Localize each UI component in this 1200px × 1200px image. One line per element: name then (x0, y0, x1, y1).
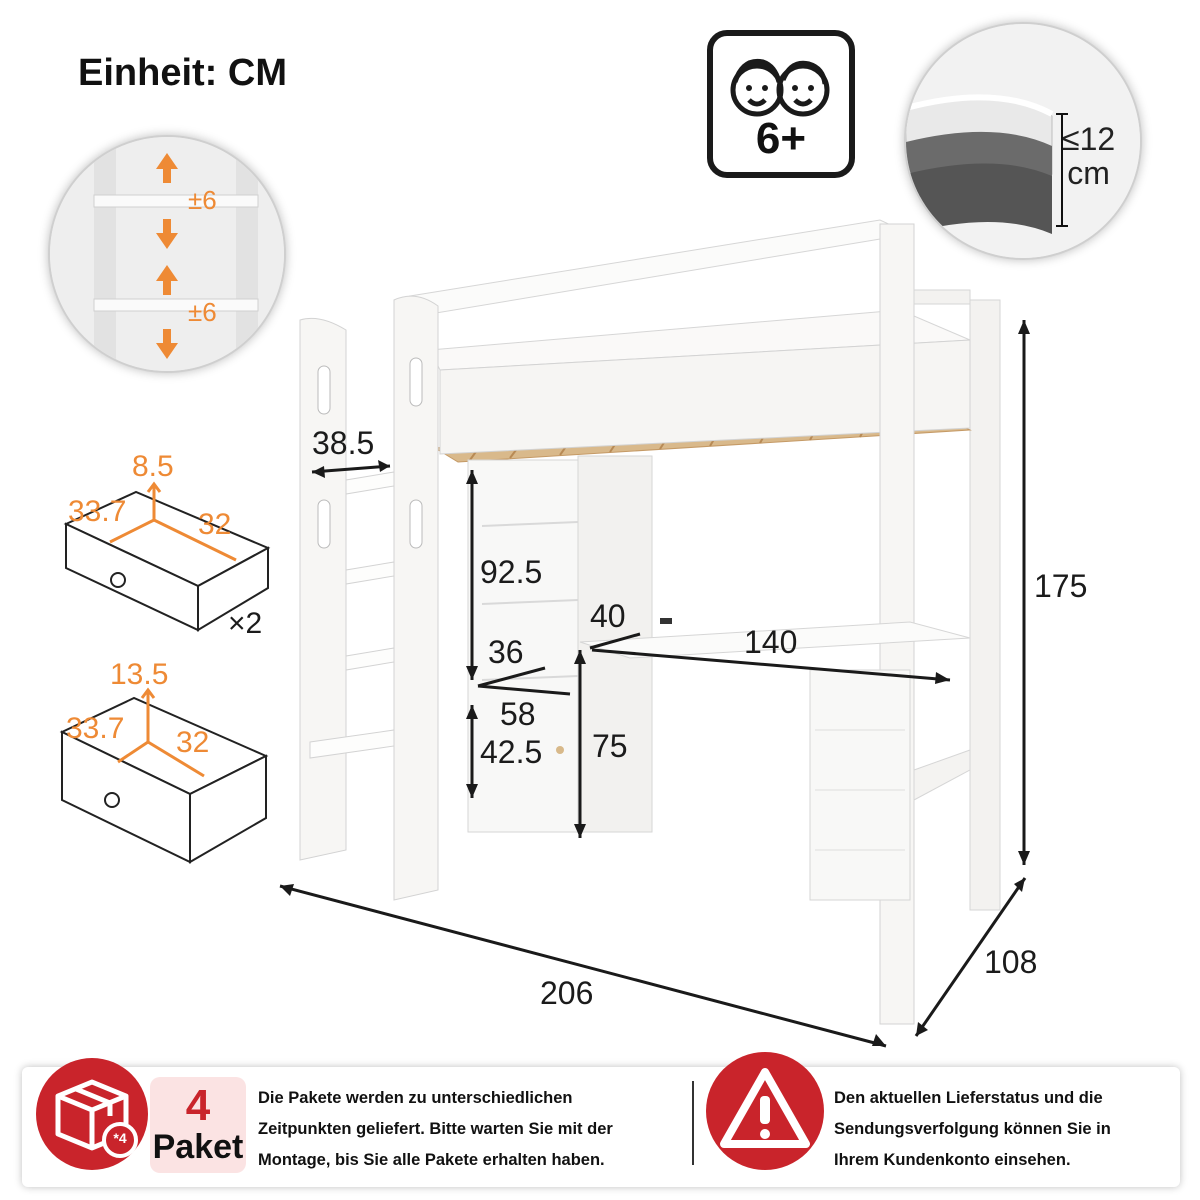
drawer-knob-icon (110, 572, 126, 588)
dim-desk-height: 75 (592, 728, 628, 764)
package-count: 4 (185, 1081, 211, 1130)
ladder-adjust-circle: ±6 ±6 (48, 135, 286, 373)
package-notice-line: Zeitpunkten geliefert. Bitte warten Sie … (258, 1120, 613, 1138)
mattress-height-unit: cm (1067, 155, 1110, 191)
warning-icon (720, 1068, 810, 1148)
dim-total-height: 175 (1034, 568, 1088, 604)
dim-ladder-step: 38.5 (312, 425, 375, 461)
age-text: 6+ (755, 114, 807, 163)
package-count-box (150, 1077, 246, 1173)
ladder-adjust-top-label: ±6 (188, 185, 217, 215)
mattress-height-arrow-icon (1056, 113, 1068, 227)
dim-desk-length: 140 (744, 624, 798, 660)
drawer-large-diagram (59, 687, 269, 864)
mattress-icon (906, 24, 1140, 258)
status-notice: Den aktuellen Lieferstatus und die Sendu… (834, 1083, 1111, 1176)
package-icon-count: *4 (113, 1130, 127, 1146)
dim-desk-depth-top: 40 (590, 598, 626, 634)
dim-cabinet-height: 42.5 (480, 734, 543, 770)
dim-cabinet-width: 58 (500, 696, 536, 732)
drawer-small-quantity: ×2 (228, 607, 263, 640)
drawer-small-height: 8.5 (132, 450, 174, 483)
drawer-large-depth: 32 (176, 726, 210, 759)
package-notice-line: Die Pakete werden zu unterschiedlichen (258, 1089, 573, 1107)
package-word: Paket (152, 1128, 244, 1166)
footer-divider (692, 1081, 694, 1165)
status-notice-line: Sendungsverfolgung können Sie in (834, 1120, 1111, 1138)
children-faces-icon (730, 58, 830, 117)
status-notice-line: Den aktuellen Lieferstatus und die (834, 1089, 1103, 1107)
package-notice: Die Pakete werden zu unterschiedlichen Z… (258, 1083, 613, 1176)
unit-label: Einheit: CM (78, 52, 287, 94)
dim-shelf-depth: 36 (488, 634, 524, 670)
package-icon: *4 (36, 1058, 148, 1170)
mattress-detail-circle (904, 22, 1142, 260)
drawer-large-width: 33.7 (66, 712, 125, 745)
mattress-height-label: ≤12 cm (1062, 122, 1115, 190)
ladder-detail-icon (50, 137, 284, 371)
dim-total-length: 206 (540, 975, 594, 1011)
ladder-adjust-bottom-label: ±6 (188, 297, 217, 327)
dim-shelf-height: 92.5 (480, 554, 543, 590)
drawer-small-width: 33.7 (68, 495, 127, 528)
age-badge: 6+ (707, 30, 855, 178)
status-notice-line: Ihrem Kundenkonto einsehen. (834, 1151, 1071, 1169)
box-icon (55, 1079, 138, 1158)
mattress-height-value: ≤12 (1062, 121, 1116, 157)
dim-total-width: 108 (984, 944, 1038, 980)
drawer-small-diagram (63, 481, 271, 632)
warning-badge (706, 1052, 824, 1170)
drawer-small-depth: 32 (198, 508, 232, 541)
drawer-large-height: 13.5 (110, 658, 169, 691)
drawer-knob-icon (104, 792, 120, 808)
loft-bed-illustration (279, 219, 1030, 1048)
package-notice-line: Montage, bis Sie alle Pakete erhalten ha… (258, 1151, 605, 1169)
